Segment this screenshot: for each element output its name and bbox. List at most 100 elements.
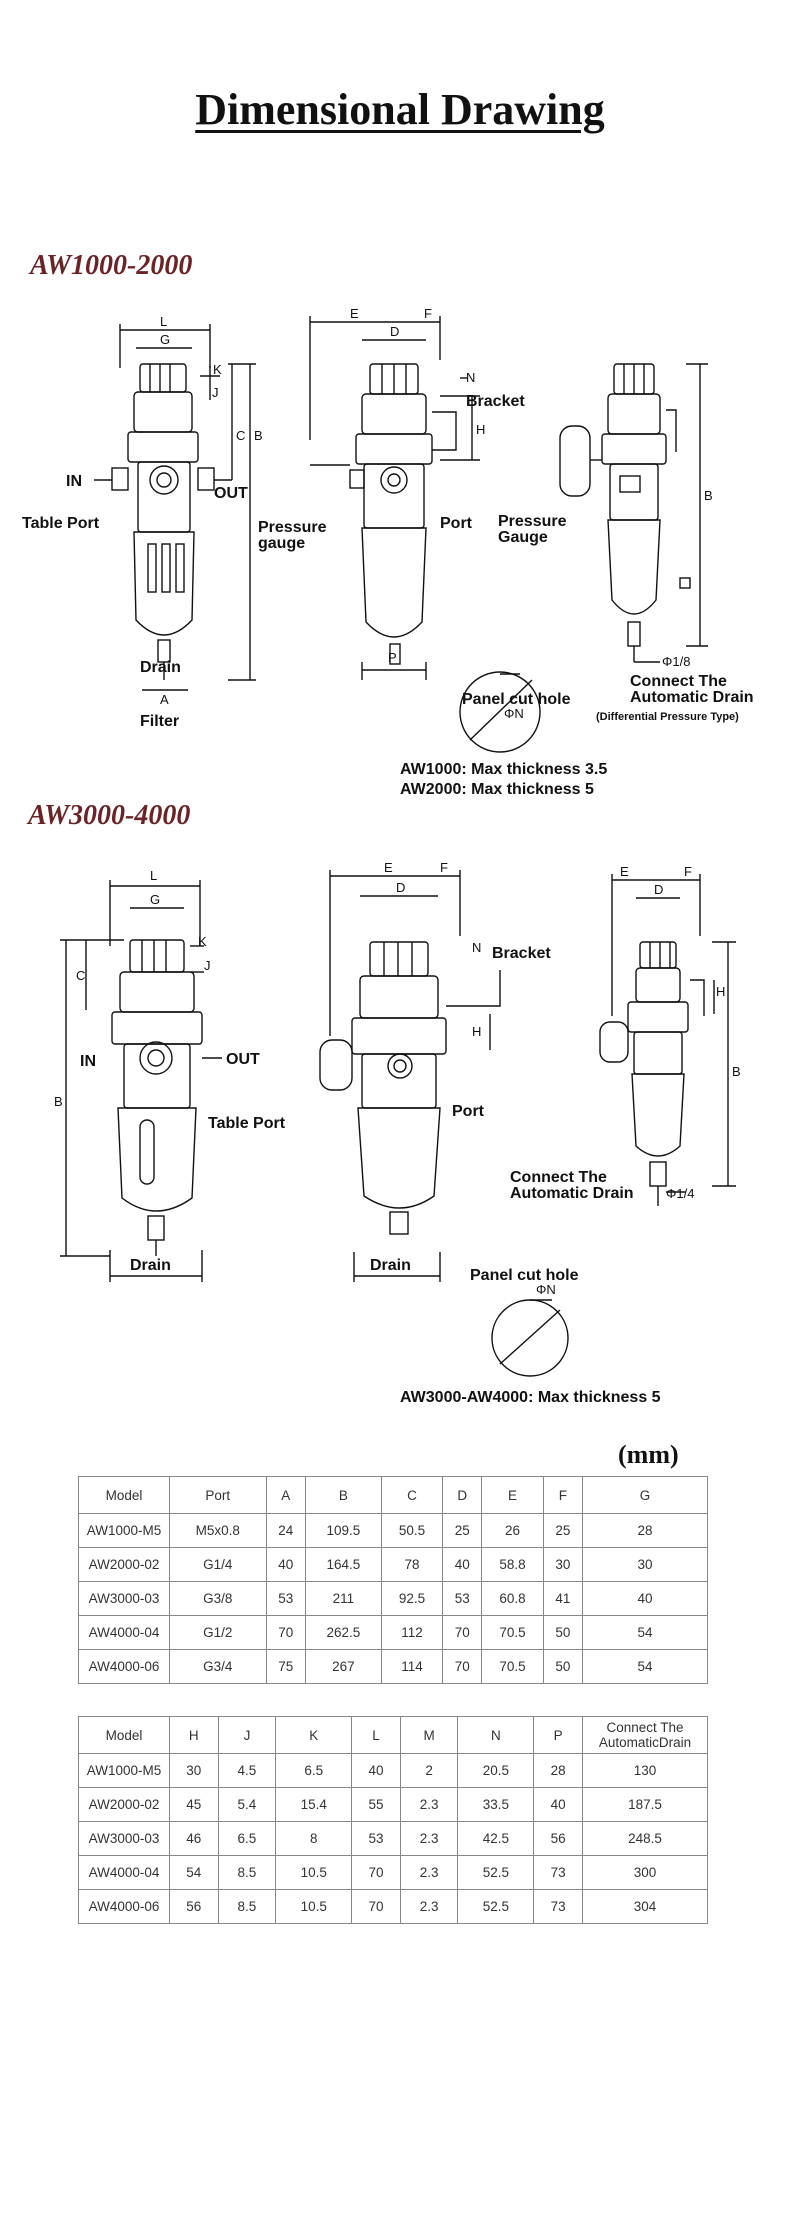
- table-cell: 30: [542, 1547, 584, 1582]
- dim-N: N: [466, 370, 475, 385]
- table-cell: 2.3: [399, 1855, 459, 1890]
- page-title: Dimensional Drawing: [195, 85, 605, 134]
- dim-D-3: D: [654, 882, 663, 897]
- dim-C-2: C: [76, 968, 85, 983]
- dim-B-3: B: [732, 1064, 741, 1079]
- table-cell: 75: [265, 1649, 306, 1684]
- table-header-cell: L: [351, 1716, 401, 1754]
- table-cell: 60.8: [481, 1581, 544, 1616]
- table-header-cell: P: [533, 1716, 583, 1754]
- dim-E-2: E: [384, 860, 393, 875]
- table-header-cell: Model: [78, 1716, 170, 1754]
- table-cell: AW2000-02: [78, 1787, 170, 1822]
- table-cell: 78: [380, 1547, 444, 1582]
- table-cell: 50: [542, 1649, 584, 1684]
- table-cell: 58.8: [481, 1547, 544, 1582]
- table-cell: 109.5: [304, 1513, 382, 1548]
- table-cell: 262.5: [304, 1615, 382, 1650]
- table-cell: 25: [442, 1513, 483, 1548]
- table-cell: 28: [582, 1513, 708, 1548]
- dim-F-2: F: [440, 860, 448, 875]
- table-cell: 40: [582, 1581, 708, 1616]
- section-heading-aw1000-2000: AW1000-2000: [30, 250, 193, 281]
- table-cell: 6.5: [217, 1821, 277, 1856]
- unit-label: (mm): [618, 1440, 679, 1469]
- table-cell: 8.5: [217, 1889, 277, 1924]
- table-header-cell: D: [442, 1476, 483, 1514]
- section-heading-aw3000-4000: AW3000-4000: [28, 800, 191, 831]
- table-cell: 55: [351, 1787, 401, 1822]
- label-thickness-aw1000: AW1000: Max thickness 3.5: [400, 761, 607, 778]
- label-filter: Filter: [140, 713, 179, 730]
- table-cell: 112: [380, 1615, 444, 1650]
- label-phi-1-4: Φ1/4: [666, 1186, 694, 1201]
- table-cell: AW4000-06: [78, 1889, 170, 1924]
- table-cell: 40: [351, 1753, 401, 1788]
- table-cell: 2.3: [399, 1889, 459, 1924]
- table-cell: 56: [533, 1821, 583, 1856]
- table-cell: 54: [169, 1855, 219, 1890]
- label-phi-1-8: Φ1/8: [662, 654, 690, 669]
- dim-K: K: [213, 362, 222, 377]
- dim-B-2: B: [54, 1094, 63, 1109]
- table-cell: 33.5: [457, 1787, 535, 1822]
- table-cell: 248.5: [582, 1821, 708, 1856]
- table-cell: G3/8: [169, 1581, 267, 1616]
- table-cell: 267: [304, 1649, 382, 1684]
- dim-F: F: [424, 306, 432, 321]
- table-cell: AW3000-03: [78, 1581, 170, 1616]
- table-cell: 24: [265, 1513, 306, 1548]
- table-cell: 2: [399, 1753, 459, 1788]
- table-cell: AW2000-02: [78, 1547, 170, 1582]
- dim-A: A: [160, 692, 169, 707]
- label-port: Port: [440, 515, 473, 532]
- table-cell: AW1000-M5: [78, 1753, 170, 1788]
- table-header-cell: F: [542, 1476, 584, 1514]
- table-header-cell: E: [481, 1476, 544, 1514]
- dim-F-3: F: [684, 864, 692, 879]
- table-cell: 114: [380, 1649, 444, 1684]
- dim-J-2: J: [204, 958, 211, 973]
- label-bracket-2: Bracket: [492, 945, 551, 962]
- table-cell: 40: [442, 1547, 483, 1582]
- dim-B-unit3: B: [704, 488, 713, 503]
- label-table-port: Table Port: [22, 515, 100, 532]
- table-cell: G1/2: [169, 1615, 267, 1650]
- table-header-cell: Port: [169, 1476, 267, 1514]
- table-cell: 52.5: [457, 1889, 535, 1924]
- table-cell: 54: [582, 1615, 708, 1650]
- table-cell: 46: [169, 1821, 219, 1856]
- table-cell: 26: [481, 1513, 544, 1548]
- table-cell: 130: [582, 1753, 708, 1788]
- dim-H-3: H: [716, 984, 725, 999]
- dim-D-2: D: [396, 880, 405, 895]
- dim-D: D: [390, 324, 399, 339]
- dim-P: P: [388, 650, 397, 665]
- table-cell: 25: [542, 1513, 584, 1548]
- table-header-cell: Model: [78, 1476, 170, 1514]
- table-header-cell: G: [582, 1476, 708, 1514]
- table-header-cell: K: [275, 1716, 353, 1754]
- dim-N-2: N: [472, 940, 481, 955]
- table-cell: AW3000-03: [78, 1821, 170, 1856]
- table-cell: 70: [351, 1855, 401, 1890]
- table-cell: 10.5: [275, 1889, 353, 1924]
- table-cell: 8.5: [217, 1855, 277, 1890]
- label-table-port-2: Table Port: [208, 1115, 286, 1132]
- table-cell: 187.5: [582, 1787, 708, 1822]
- table-cell: 164.5: [304, 1547, 382, 1582]
- dim-K-2: K: [198, 934, 207, 949]
- dim-C: C: [236, 428, 245, 443]
- table-header-cell: M: [399, 1716, 459, 1754]
- label-panel-cut-hole: Panel cut hole: [462, 691, 571, 708]
- table-cell: 28: [533, 1753, 583, 1788]
